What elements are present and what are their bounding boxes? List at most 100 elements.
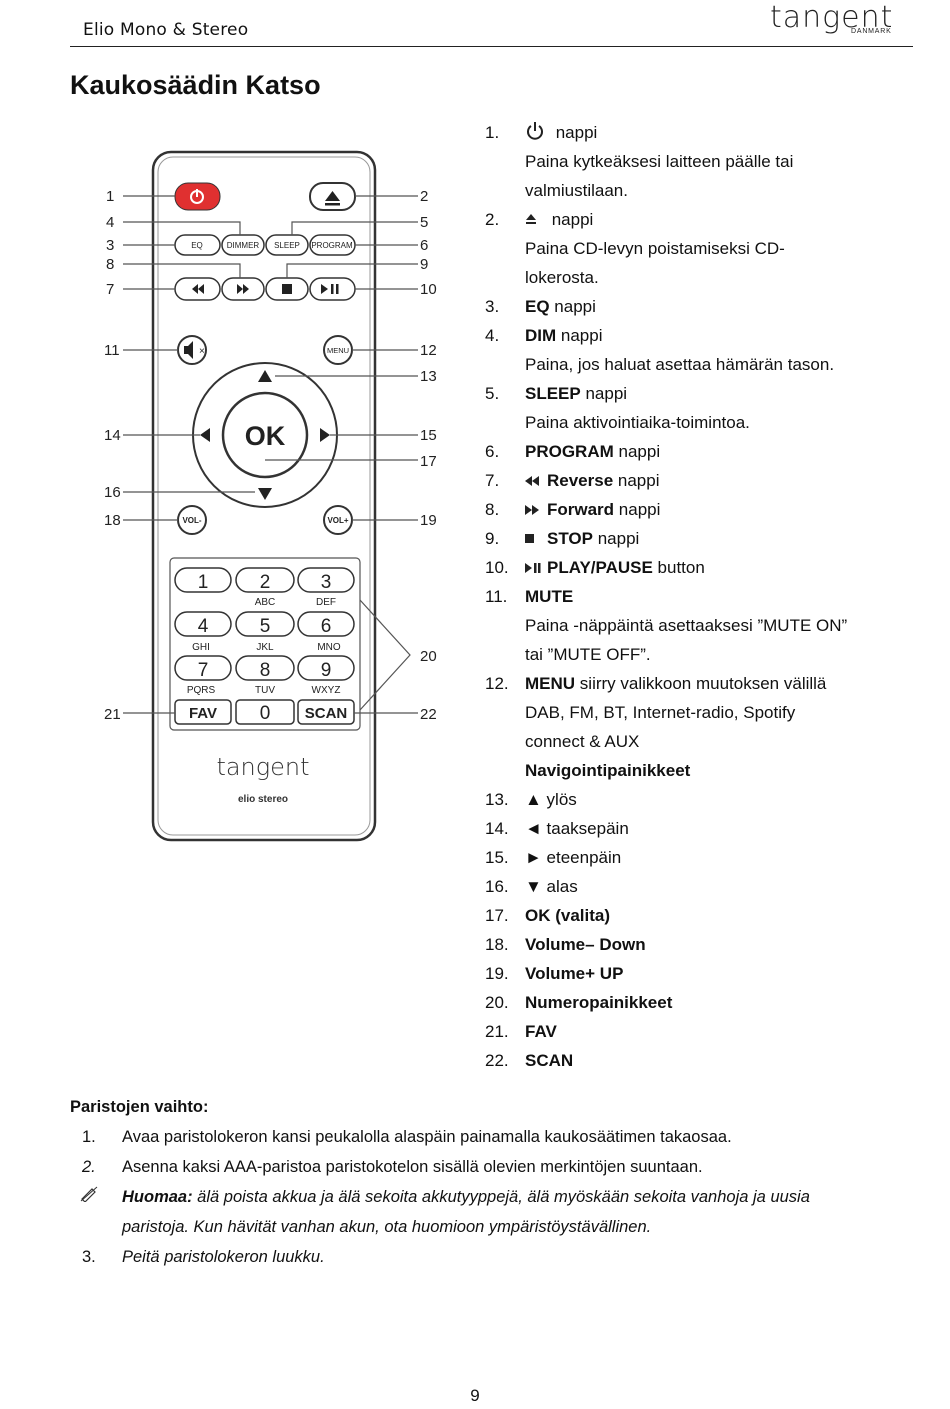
- callout-3: 3: [106, 237, 114, 254]
- list-item: valmiustilaan.: [485, 176, 915, 205]
- callout-6: 6: [420, 237, 428, 254]
- key-6-letters: MNO: [317, 642, 341, 653]
- list-item-number: 12.: [485, 674, 509, 693]
- ok-key-label: OK: [245, 421, 286, 451]
- list-item-bold: FAV: [525, 1022, 557, 1041]
- list-item-plain: Paina, jos haluat asettaa hämärän tason.: [525, 355, 835, 374]
- list-item-text: valmiustilaan.: [525, 176, 628, 205]
- step-text: Avaa paristolokeron kansi peukalolla ala…: [122, 1128, 732, 1146]
- list-item-number: 19.: [485, 964, 509, 983]
- list-item: 5.SLEEP nappi: [485, 379, 915, 408]
- list-item-text: Forward nappi: [525, 495, 660, 525]
- list-item-plain: nappi: [614, 500, 661, 519]
- list-item-bold: Reverse: [547, 471, 614, 490]
- step-number: 2.: [82, 1158, 96, 1176]
- list-item-text: Paina kytkeäksesi laitteen päälle tai: [525, 147, 793, 176]
- list-item-number: 10.: [485, 558, 509, 577]
- list-item-text: Numeropainikkeet: [525, 988, 672, 1017]
- list-item: DAB, FM, BT, Internet-radio, Spotify: [485, 698, 915, 727]
- list-item-number: 21.: [485, 1022, 509, 1041]
- list-item: 21. FAV: [485, 1017, 915, 1046]
- key-8-letters: TUV: [255, 685, 275, 696]
- play-pause-icon: [525, 554, 547, 583]
- list-item-text: connect & AUX: [525, 727, 639, 756]
- key-6: 6: [321, 616, 332, 637]
- forward-icon: [525, 496, 547, 525]
- list-item-number: 8.: [485, 500, 500, 519]
- list-item-plain: nappi: [613, 442, 661, 461]
- program-key-label: PROGRAM: [311, 241, 353, 250]
- stop-icon: [525, 525, 547, 554]
- list-item: 8. Forward nappi: [485, 495, 915, 524]
- callout-2: 2: [420, 188, 428, 205]
- list-item: Paina -näppäintä asettaaksesi ”MUTE ON”: [485, 611, 915, 640]
- list-item-plain: tai ”MUTE OFF”.: [525, 645, 651, 664]
- list-item-number: 20.: [485, 993, 509, 1012]
- callout-7: 7: [106, 281, 114, 298]
- list-item-bold: MENU: [525, 674, 576, 693]
- list-item-bold: EQ: [525, 297, 550, 316]
- list-item: 6. PROGRAM nappi: [485, 437, 915, 466]
- key-8: 8: [260, 660, 271, 681]
- key-9: 9: [321, 660, 332, 681]
- eject-button: [309, 182, 356, 211]
- pencil-icon: [80, 1182, 98, 1212]
- list-item-text: DIM nappi: [525, 321, 603, 350]
- key-7: 7: [198, 660, 209, 681]
- callout-21: 21: [104, 706, 121, 723]
- key-4-letters: GHI: [192, 642, 210, 653]
- list-item-number: 7.: [485, 471, 500, 490]
- list-item-text: PROGRAM nappi: [525, 437, 660, 466]
- callout-22: 22: [420, 706, 437, 723]
- list-item: 20. Numeropainikkeet: [485, 988, 915, 1017]
- list-item-number: 17.: [485, 906, 509, 925]
- list-item: 13.▲ ylös: [485, 785, 915, 814]
- menu-key-label: MENU: [327, 346, 349, 355]
- list-item: 19. Volume+ UP: [485, 959, 915, 988]
- callout-12: 12: [420, 342, 437, 359]
- fav-key-label: FAV: [189, 705, 217, 722]
- eq-key-label: EQ: [191, 241, 203, 250]
- list-item: 14.◄ taaksepäin: [485, 814, 915, 843]
- list-item-text: STOP nappi: [525, 524, 639, 554]
- list-item-plain: Paina -näppäintä asettaaksesi ”MUTE ON”: [525, 616, 848, 635]
- note-text: älä poista akkua ja älä sekoita akkutyyp…: [192, 1188, 810, 1206]
- battery-step-1: 1. Avaa paristolokeron kansi peukalolla …: [70, 1122, 920, 1152]
- list-item-text: MUTE: [525, 582, 573, 611]
- list-item-plain: nappi: [547, 210, 594, 229]
- list-item-number: 18.: [485, 935, 509, 954]
- list-item: 17. OK (valita): [485, 901, 915, 930]
- list-item-number: 16.: [485, 877, 509, 896]
- document-header-title: Elio Mono & Stereo: [83, 20, 249, 40]
- list-item-number: 11.: [485, 587, 508, 606]
- callout-14: 14: [104, 427, 121, 444]
- list-item: Paina aktivointiaika-toimintoa.: [485, 408, 915, 437]
- list-item: 9.STOP nappi: [485, 524, 915, 553]
- battery-step-3: 3. Peitä paristolokeron luukku.: [70, 1242, 920, 1272]
- battery-note-cont: paristoja. Kun hävität vanhan akun, ota …: [70, 1212, 920, 1242]
- list-item-text: Volume+ UP: [525, 959, 623, 988]
- list-item-bold: Volume+ UP: [525, 964, 624, 983]
- battery-heading: Paristojen vaihto:: [70, 1098, 209, 1116]
- note-label: Huomaa:: [122, 1188, 193, 1206]
- vol-minus-key-label: VOL-: [182, 516, 201, 525]
- callout-1: 1: [106, 188, 114, 205]
- list-item-text: Paina aktivointiaika-toimintoa.: [525, 408, 750, 437]
- list-item-plain: nappi: [580, 384, 628, 403]
- callout-18: 18: [104, 512, 121, 529]
- list-item-bold: Numeropainikkeet: [525, 993, 673, 1012]
- list-item-text: PLAY/PAUSE button: [525, 553, 705, 583]
- list-item-text: FAV: [525, 1017, 557, 1046]
- list-item-bold: Volume– Down: [525, 935, 646, 954]
- list-item-plain: Paina CD-levyn poistamiseksi CD-: [525, 239, 785, 258]
- list-item-text: ▲ ylös: [525, 785, 577, 814]
- list-item: 2. nappi: [485, 205, 915, 234]
- list-item-number: 6.: [485, 442, 500, 461]
- list-item-text: Navigointipainikkeet: [525, 756, 690, 785]
- page-number: 9: [470, 1386, 480, 1405]
- callout-20: 20: [420, 648, 437, 665]
- callout-15: 15: [420, 427, 437, 444]
- list-item-text: OK (valita): [525, 901, 610, 930]
- eject-icon: [525, 206, 547, 235]
- list-item-text: Paina, jos haluat asettaa hämärän tason.: [525, 350, 834, 379]
